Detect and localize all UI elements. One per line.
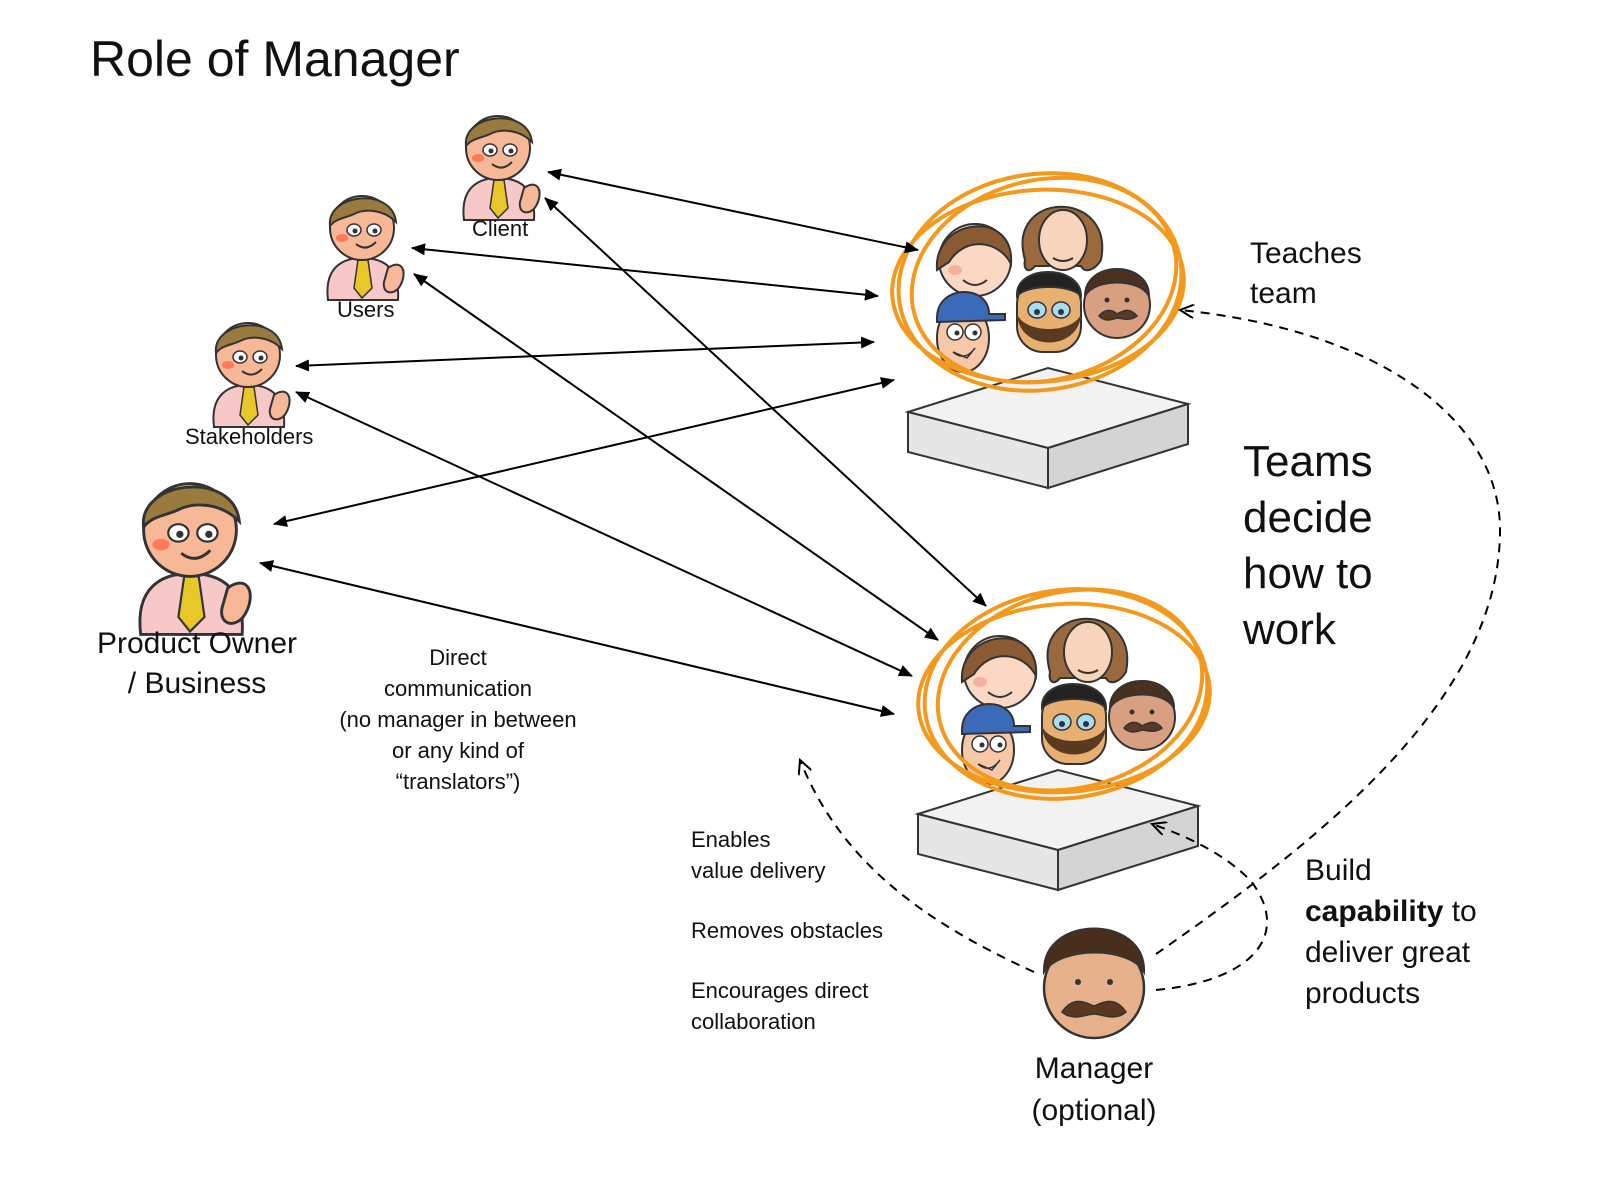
- product-owner-label: Product Owner / Business: [86, 624, 308, 704]
- direct-communication-note: Direct communication (no manager in betw…: [318, 642, 598, 797]
- manager-influence-arrows: [800, 310, 1502, 991]
- direct-communication-line2: communication: [384, 676, 532, 701]
- capability-bold-word: capability: [1305, 895, 1444, 928]
- direct-communication-line1: Direct: [429, 645, 487, 670]
- enables-line1: Enables: [691, 827, 771, 852]
- product-owner-line1: Product Owner: [96, 627, 298, 660]
- client-person-icon: [462, 115, 541, 221]
- build-capability-line4: products: [1305, 977, 1421, 1010]
- communication-arrows: [259, 168, 987, 717]
- users-label: Users: [337, 297, 395, 322]
- encourages-line2: collaboration: [691, 1009, 816, 1034]
- stakeholders-label: Stakeholders: [185, 424, 314, 449]
- page-title: Role of Manager: [90, 31, 460, 87]
- teaches-team-line2: team: [1250, 277, 1317, 310]
- team-platform-bottom: [917, 769, 1199, 891]
- teams-decide-line4: work: [1243, 605, 1336, 654]
- product-owner-person-icon: [138, 482, 252, 636]
- manager-line2: (optional): [1031, 1094, 1157, 1127]
- direct-communication-line4: or any kind of: [391, 738, 525, 763]
- enables-line2: value delivery: [691, 858, 826, 883]
- manager-face-icon: [1042, 927, 1146, 1040]
- enables-value-delivery-label: Enables value delivery: [691, 824, 826, 886]
- encourages-line1: Encourages direct: [691, 978, 869, 1003]
- teams-decide-line3: how to: [1243, 549, 1373, 598]
- teams-decide-line1: Teams: [1243, 437, 1373, 486]
- team-platform-top: [907, 367, 1189, 489]
- encourages-collaboration-label: Encourages direct collaboration: [691, 975, 868, 1037]
- client-label: Client: [472, 216, 529, 241]
- build-capability-line3: deliver great: [1305, 936, 1471, 969]
- teams-decide-label: Teams decide how to work: [1243, 434, 1373, 658]
- build-capability-line2-rest: to: [1443, 895, 1477, 928]
- direct-communication-line3: (no manager in between: [339, 707, 577, 732]
- build-capability-line2: capability to: [1305, 891, 1477, 932]
- users-person-icon: [326, 195, 405, 301]
- product-owner-line2: / Business: [127, 667, 267, 700]
- team-group-bottom: [916, 587, 1212, 801]
- direct-communication-line5: “translators”): [395, 769, 521, 794]
- build-capability-line1: Build: [1305, 854, 1372, 887]
- stakeholders-person-icon: [212, 322, 291, 428]
- removes-obstacles-label: Removes obstacles: [691, 918, 883, 943]
- build-capability-label: Build capability to deliver great produc…: [1305, 850, 1477, 1014]
- manager-line1: Manager: [1034, 1052, 1154, 1085]
- teams-decide-line2: decide: [1243, 493, 1373, 542]
- teaches-team-label: Teaches team: [1250, 234, 1362, 314]
- manager-label: Manager (optional): [1004, 1048, 1184, 1132]
- teaches-team-line1: Teaches: [1250, 237, 1362, 270]
- team-group-top: [890, 171, 1186, 393]
